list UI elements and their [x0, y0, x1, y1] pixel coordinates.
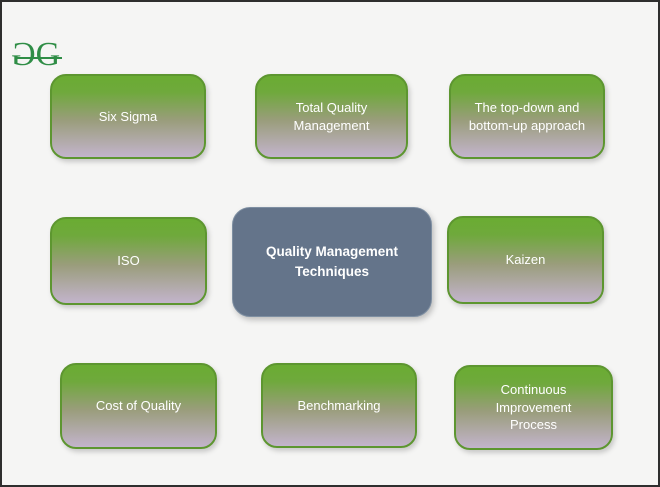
technique-box-label: Total Quality Management — [293, 99, 370, 133]
technique-box-label: Benchmarking — [297, 397, 381, 413]
center-box-quality-management-techniques: Quality Management Techniques — [232, 207, 432, 317]
technique-box-cost-of-quality: Cost of Quality — [60, 363, 217, 449]
technique-box-benchmarking: Benchmarking — [261, 363, 417, 448]
technique-box-continuous-improvement-process: Continuous Improvement Process — [454, 365, 613, 450]
logo-crossbar — [15, 57, 62, 59]
logo-letter-left: G — [14, 36, 36, 73]
technique-box-kaizen: Kaizen — [447, 216, 604, 304]
logo-letters: G G — [14, 36, 64, 73]
technique-box-label: The top-down and bottom-up approach — [468, 99, 586, 133]
geeksforgeeks-logo-icon: G G — [14, 36, 64, 73]
center-box-label: Quality Management Techniques — [265, 244, 399, 279]
technique-box-label: ISO — [117, 253, 140, 269]
technique-box-iso: ISO — [50, 217, 207, 305]
logo-letter-right: G — [35, 36, 61, 73]
technique-box-total-quality-management: Total Quality Management — [255, 74, 408, 159]
technique-box-label: Kaizen — [505, 252, 546, 268]
technique-box-six-sigma: Six Sigma — [50, 74, 206, 159]
technique-box-label: Cost of Quality — [95, 398, 182, 414]
technique-box-label: Continuous Improvement Process — [495, 382, 572, 433]
technique-box-label: Six Sigma — [98, 108, 158, 124]
technique-box-top-down-bottom-up: The top-down and bottom-up approach — [449, 74, 605, 159]
